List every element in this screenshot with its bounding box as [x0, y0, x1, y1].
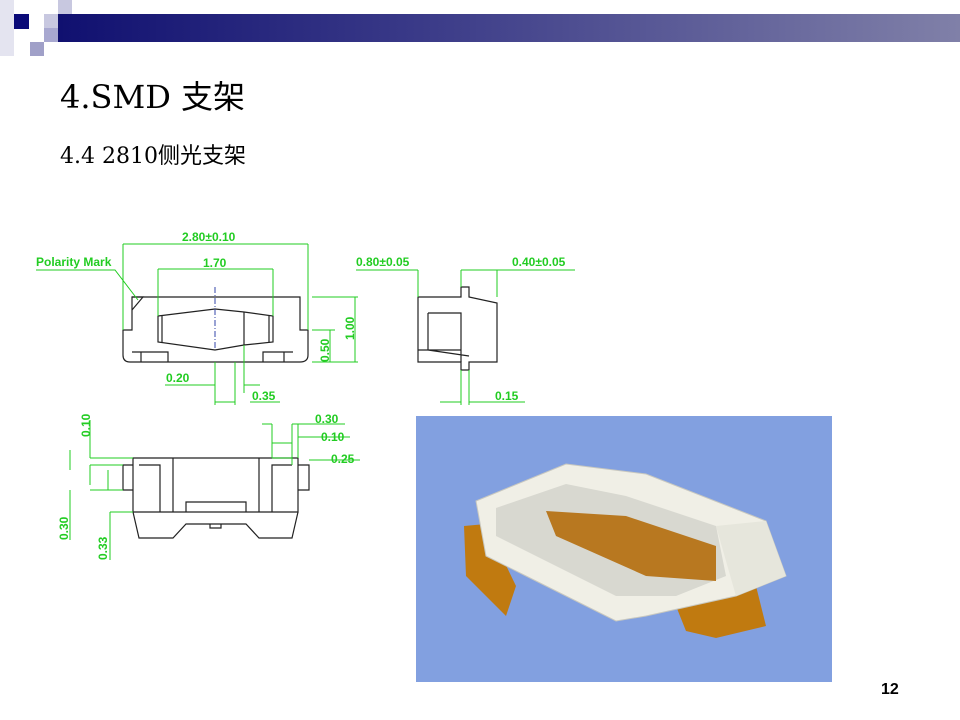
dim-inner-width: 1.70 — [203, 256, 227, 270]
slide-subtitle: 4.4 2810侧光支架 — [60, 144, 246, 169]
slide-title: 4.SMD 支架 — [60, 78, 246, 116]
logo-square — [44, 14, 58, 28]
led-3d-shape — [464, 463, 787, 638]
top-dimensions — [36, 243, 358, 405]
dim-side-bottom: 0.15 — [495, 389, 519, 403]
dim-overall-width: 2.80±0.10 — [182, 230, 236, 244]
dim-side-right: 0.40±0.05 — [512, 255, 566, 269]
logo-square — [0, 0, 14, 56]
page-number: 12 — [881, 681, 899, 698]
bottom-dimensions — [69, 420, 360, 560]
top-view — [122, 287, 309, 363]
logo-square — [30, 42, 44, 56]
dim-bottom-030-left: 0.30 — [57, 516, 71, 540]
dim-bottom-010-left: 0.10 — [79, 413, 93, 437]
side-dimensions — [356, 269, 575, 405]
dim-bottom-030-right: 0.30 — [315, 412, 339, 426]
dim-bottom-025-right: 0.25 — [331, 452, 355, 466]
led-3d-render — [416, 416, 832, 682]
dim-side-left: 0.80±0.05 — [356, 255, 410, 269]
dim-height-total: 1.00 — [343, 316, 357, 340]
dim-020: 0.20 — [166, 371, 190, 385]
side-view — [417, 286, 498, 371]
dim-bottom-010-right: 0.10 — [321, 430, 345, 444]
logo-square-dark — [14, 14, 29, 29]
header-bar — [58, 14, 960, 42]
dim-035: 0.35 — [252, 389, 276, 403]
dim-height-half: 0.50 — [318, 338, 332, 362]
polarity-mark-label: Polarity Mark — [36, 255, 112, 269]
dim-bottom-033-left: 0.33 — [96, 536, 110, 560]
logo-square — [44, 28, 58, 42]
bottom-view — [122, 457, 310, 539]
